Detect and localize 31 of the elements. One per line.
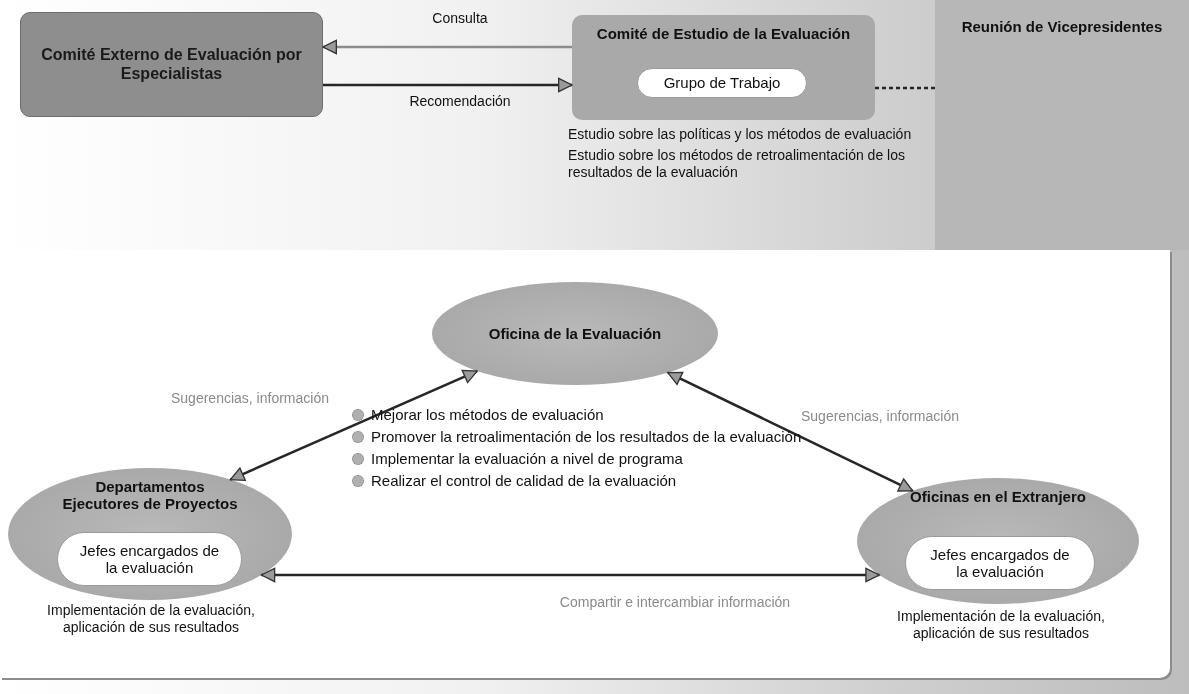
node-label: Oficina de la Evaluación [488,324,662,343]
rounded-label-box [57,532,242,586]
node-label: Departamentos Ejecutores de Proyectos [61,478,239,513]
node-label: Comité de Estudio de la Evaluación [596,25,851,43]
band-region [935,0,1189,250]
node-caption: Implementación de la evaluación, aplicación de sus resultados [46,602,256,636]
connector-line [875,86,935,90]
rounded-label-box [637,68,807,98]
process-box [572,15,875,120]
arrow [322,39,572,55]
edge-label: Consulta [431,10,489,26]
node-label: Comité Externo de Evaluación por Especialistas [40,46,303,83]
bullet-text: Realizar el control de calidad de la evaluación [371,472,677,489]
arrow [229,369,478,481]
node-label: Reunión de Vicepresidentes [961,18,1163,36]
node-caption: Estudio sobre los métodos de retroalimentación de los resultados de la evaluación [568,147,906,181]
arrow [260,567,880,583]
arrow [323,77,573,93]
arrow [667,371,914,492]
node-label: Jefes encargados de la evaluación [929,545,1071,581]
node-caption: Estudio sobre las políticas y los métodos de evaluación [568,126,913,143]
rounded-label-box [905,536,1095,590]
node-label: Jefes encargados de la evaluación [78,541,221,577]
edge-label: Recomendación [408,93,512,109]
node-label: Grupo de Trabajo [662,74,782,92]
node-caption: Implementación de la evaluación, aplicación de sus resultados [896,608,1106,642]
bullet-text: Mejorar los métodos de evaluación [371,406,604,423]
process-box [20,12,323,117]
bullet-text: Promover la retroalimentación de los resultados de la evaluación [371,428,802,445]
node-label: Oficinas en el Extranjero [910,488,1086,506]
bullet-text: Implementar la evaluación a nivel de programa [371,450,683,467]
